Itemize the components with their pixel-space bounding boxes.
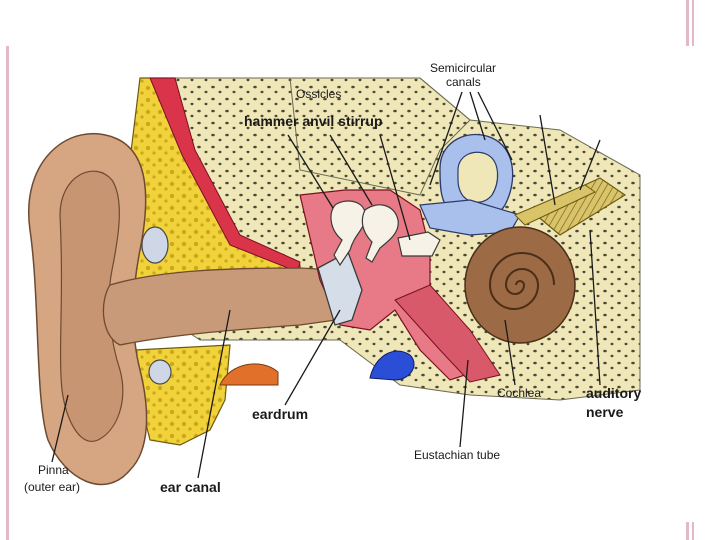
label-cochlea: Cochlea xyxy=(497,386,542,400)
label-pinna-1: Pinna xyxy=(38,463,69,477)
leader-semicircular-3 xyxy=(477,91,513,161)
ear-canal xyxy=(102,267,351,346)
frame-right-top-line xyxy=(686,0,689,46)
leader-hammer xyxy=(287,134,334,209)
cochlea-spiral xyxy=(488,252,555,310)
leader-ear-canal xyxy=(197,309,231,479)
label-eardrum: eardrum xyxy=(252,406,309,422)
frame-right-bottom-line-2 xyxy=(692,522,694,540)
leader-stirrup xyxy=(379,134,411,241)
leader-pinna xyxy=(51,394,69,463)
leader-semicircular-5 xyxy=(579,139,601,191)
frame-right-top-line-2 xyxy=(692,0,694,46)
frame-right-bottom-line xyxy=(686,522,689,540)
leader-semicircular-4 xyxy=(539,114,556,206)
label-semicircular-canals-1: Semicircular xyxy=(430,61,497,75)
leader-auditory-nerve xyxy=(589,229,601,386)
leader-lines xyxy=(51,91,601,479)
cartilage-upper xyxy=(141,226,169,264)
leader-eardrum xyxy=(284,309,341,406)
label-eustachian-tube: Eustachian tube xyxy=(414,448,501,462)
blood-vessel xyxy=(369,350,415,381)
eustachian-tube-shape xyxy=(394,284,501,383)
ossicle-hammer xyxy=(330,200,367,267)
label-auditory-nerve-1: auditory xyxy=(586,385,642,401)
label-ossicles: Ossicles xyxy=(296,87,342,101)
leader-eustachian xyxy=(459,359,469,448)
leader-semicircular-2 xyxy=(469,91,486,141)
label-ear-canal: ear canal xyxy=(160,479,221,495)
semicircular-canals-inner xyxy=(457,151,499,203)
pinna-inner-fold xyxy=(59,170,124,442)
label-pinna-2: (outer ear) xyxy=(24,480,81,494)
ossicle-stirrup xyxy=(397,231,441,257)
muscle-band xyxy=(149,77,301,273)
cochlea-shell xyxy=(464,226,576,344)
cartilage-lower xyxy=(148,359,172,385)
label-auditory-nerve-2: nerve xyxy=(586,404,624,420)
fatty-tissue-lower xyxy=(134,344,231,446)
frame-left-line xyxy=(6,46,9,540)
ossicle-anvil xyxy=(361,204,399,263)
leader-anvil xyxy=(329,134,373,206)
bone-surface xyxy=(170,77,471,196)
leader-cochlea xyxy=(504,319,516,386)
label-semicircular-canals-2: canals xyxy=(446,75,481,89)
label-ossicle-parts: hammer anvil stirrup xyxy=(244,113,383,129)
gland xyxy=(219,363,279,386)
leader-semicircular-1 xyxy=(429,91,463,186)
